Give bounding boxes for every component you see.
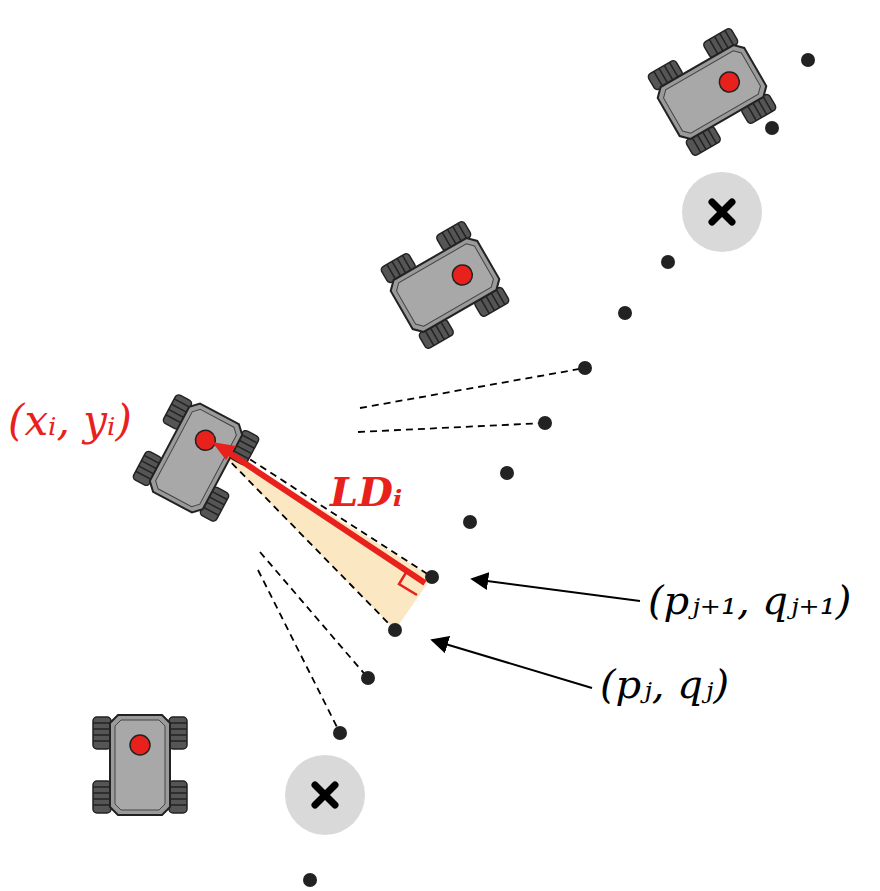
point-label: (pⱼ₊₁, qⱼ₊₁) [648, 578, 851, 622]
dashed-ray [215, 368, 585, 733]
robot [378, 219, 512, 350]
projection-sector [205, 437, 432, 630]
position-label: (xᵢ, yᵢ) [8, 398, 132, 444]
position-label-text: (xᵢ, yᵢ) [8, 396, 132, 445]
robot [645, 26, 779, 157]
distance-label: LDᵢ [330, 470, 402, 514]
distance-label-text: LDᵢ [330, 468, 402, 515]
point-label-text: (pⱼ₊₁, qⱼ₊₁) [648, 577, 851, 623]
obstacle [285, 172, 762, 835]
point-label: (pⱼ, qⱼ) [600, 662, 729, 706]
robot [93, 715, 187, 815]
point-label-text: (pⱼ, qⱼ) [600, 661, 729, 707]
path-point [303, 53, 815, 887]
distance-arrow [212, 442, 425, 595]
